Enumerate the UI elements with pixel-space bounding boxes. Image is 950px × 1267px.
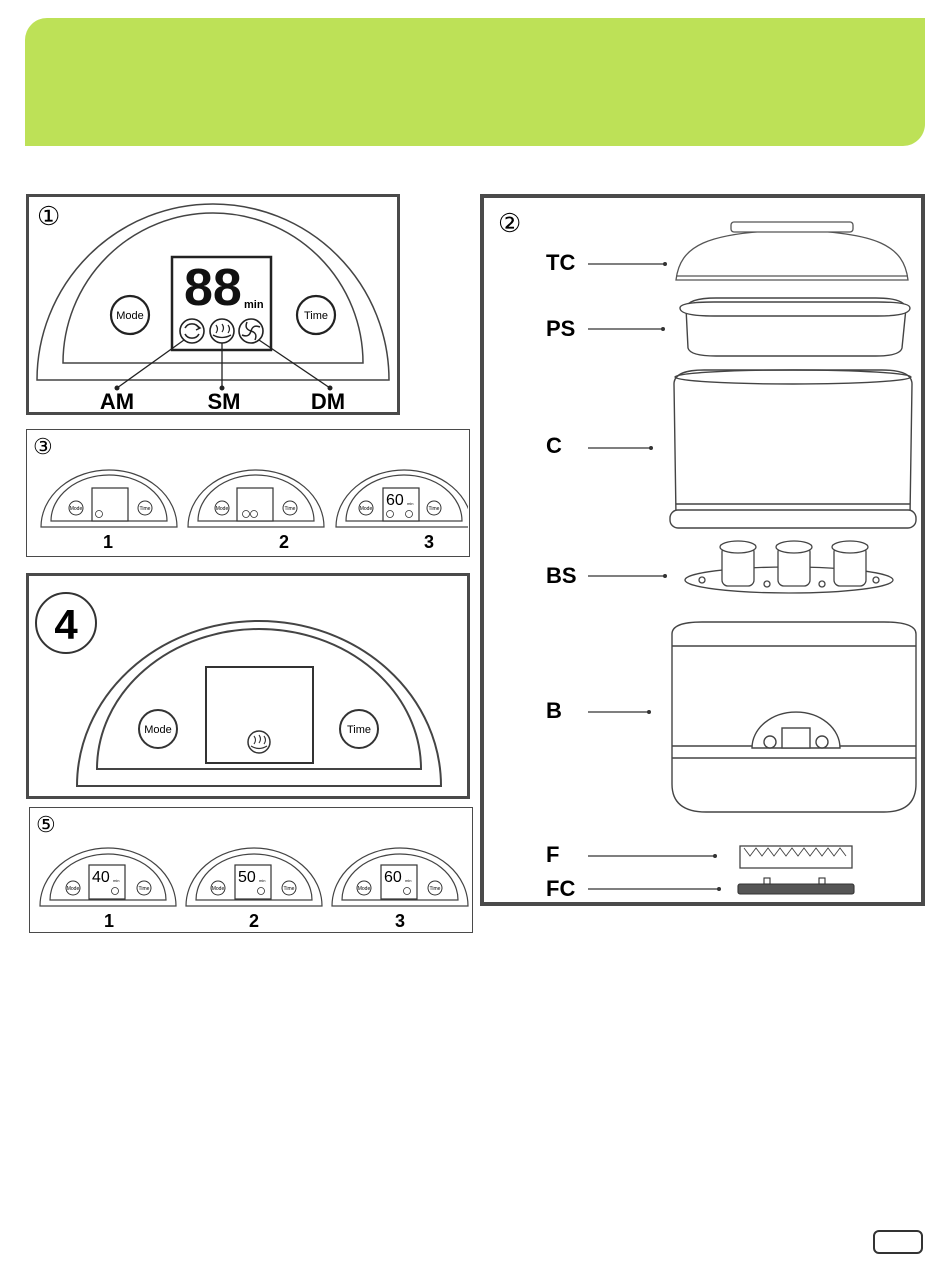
panel-5-item-3-time: Time	[430, 886, 441, 892]
panel-1-control-panel: ① 88 min Mode Time AM SM	[26, 194, 400, 415]
panel-5-item-2-time: Time	[284, 886, 295, 892]
panel-3-item-2-mode: Mode	[216, 506, 229, 512]
panel-3-item-3-time: Time	[429, 506, 440, 512]
panel-5-item-2-mode: Mode	[212, 886, 225, 892]
panel-3-item-1-mode: Mode	[70, 506, 83, 512]
panel-5-number: ⑤	[36, 812, 56, 837]
panel-3-number: ③	[33, 434, 53, 459]
steam-mode-icon	[210, 319, 234, 343]
bottle-stand-illustration	[685, 541, 893, 593]
panel-3-item-3-mode: Mode	[360, 506, 373, 512]
part-label-tc: TC	[546, 250, 575, 275]
panel-1-time-label: Time	[304, 310, 328, 322]
panel-5-item-3: 60 min Mode Time 3	[332, 848, 468, 931]
dry-mode-icon	[239, 319, 263, 343]
steam-mode-icon	[248, 731, 270, 753]
part-label-ps: PS	[546, 316, 575, 341]
panel-5-item-3-digits: 60	[384, 869, 402, 886]
part-label-bs: BS	[546, 563, 577, 588]
chamber-illustration	[670, 370, 916, 528]
panel-3-item-2-time: Time	[285, 506, 296, 512]
base-illustration	[672, 622, 916, 812]
panel-1-number: ①	[37, 201, 60, 231]
panel-4-drawing: 4 Mode Time	[29, 576, 467, 796]
panel-3-drawing: ③ Mode Time 1 Mode Time 2	[27, 430, 468, 555]
panel-5-item-1-num: 1	[104, 911, 114, 931]
panel-1-drawing: ① 88 min Mode Time AM SM	[29, 197, 397, 412]
panel-5-item-2-num: 2	[249, 911, 259, 931]
panel-3-item-1: Mode Time 1	[41, 470, 177, 552]
panel-5-item-1-mode: Mode	[67, 886, 80, 892]
panel-5-dry-times: ⑤ 40 min Mode Time 1 50 min Mode Time 2	[29, 807, 473, 933]
label-sm: SM	[208, 389, 241, 412]
panel-5-item-3-num: 3	[395, 911, 405, 931]
panel-3-item-1-time: Time	[140, 506, 151, 512]
part-label-fc: FC	[546, 876, 575, 901]
panel-4-mode-label: Mode	[144, 724, 172, 736]
panel-5-item-1: 40 min Mode Time 1	[40, 848, 176, 931]
panel-5-item-1-digits: 40	[92, 869, 110, 886]
part-label-b: B	[546, 698, 562, 723]
part-label-f: F	[546, 842, 559, 867]
panel-3-modes: ③ Mode Time 1 Mode Time 2	[26, 429, 470, 557]
panel-4-time-label: Time	[347, 724, 371, 736]
filter-illustration	[740, 846, 852, 868]
panel-3-item-3-num: 3	[424, 532, 434, 552]
header-banner	[25, 18, 925, 146]
panel-5-item-1-unit: min	[113, 878, 119, 883]
part-label-c: C	[546, 433, 562, 458]
panel-1-mode-label: Mode	[116, 310, 144, 322]
panel-2-parts: ② TC PS C BS B F FC	[480, 194, 925, 906]
panel-5-item-2-unit: min	[259, 878, 265, 883]
panel-4-steam-mode: 4 Mode Time	[26, 573, 470, 799]
panel-3-item-3: 60 min Mode Time 3	[336, 470, 468, 552]
panel-3-item-1-num: 1	[103, 532, 113, 552]
top-cover-illustration	[676, 222, 908, 280]
label-am: AM	[100, 389, 134, 412]
panel-3-item-3-unit: min	[407, 501, 413, 506]
plate-illustration	[680, 298, 910, 356]
panel-3-item-2: Mode Time 2	[188, 470, 324, 552]
page-number-box	[873, 1230, 923, 1254]
panel-3-item-3-digits: 60	[386, 492, 404, 509]
label-dm: DM	[311, 389, 345, 412]
panel-3-item-2-num: 2	[279, 532, 289, 552]
panel-5-item-2-digits: 50	[238, 869, 256, 886]
panel-5-drawing: ⑤ 40 min Mode Time 1 50 min Mode Time 2	[30, 808, 471, 931]
panel-2-drawing: ② TC PS C BS B F FC	[484, 198, 921, 902]
panel-2-number: ②	[498, 208, 521, 238]
panel-5-item-2: 50 min Mode Time 2	[186, 848, 322, 931]
panel-5-item-1-time: Time	[139, 886, 150, 892]
panel-5-item-3-unit: min	[405, 878, 411, 883]
filter-cover-illustration	[738, 878, 854, 894]
panel-1-display-unit: min	[244, 299, 264, 311]
auto-mode-icon	[180, 319, 204, 343]
panel-5-item-3-mode: Mode	[358, 886, 371, 892]
panel-4-number: 4	[54, 601, 78, 648]
panel-1-display-digits: 88	[184, 259, 242, 317]
